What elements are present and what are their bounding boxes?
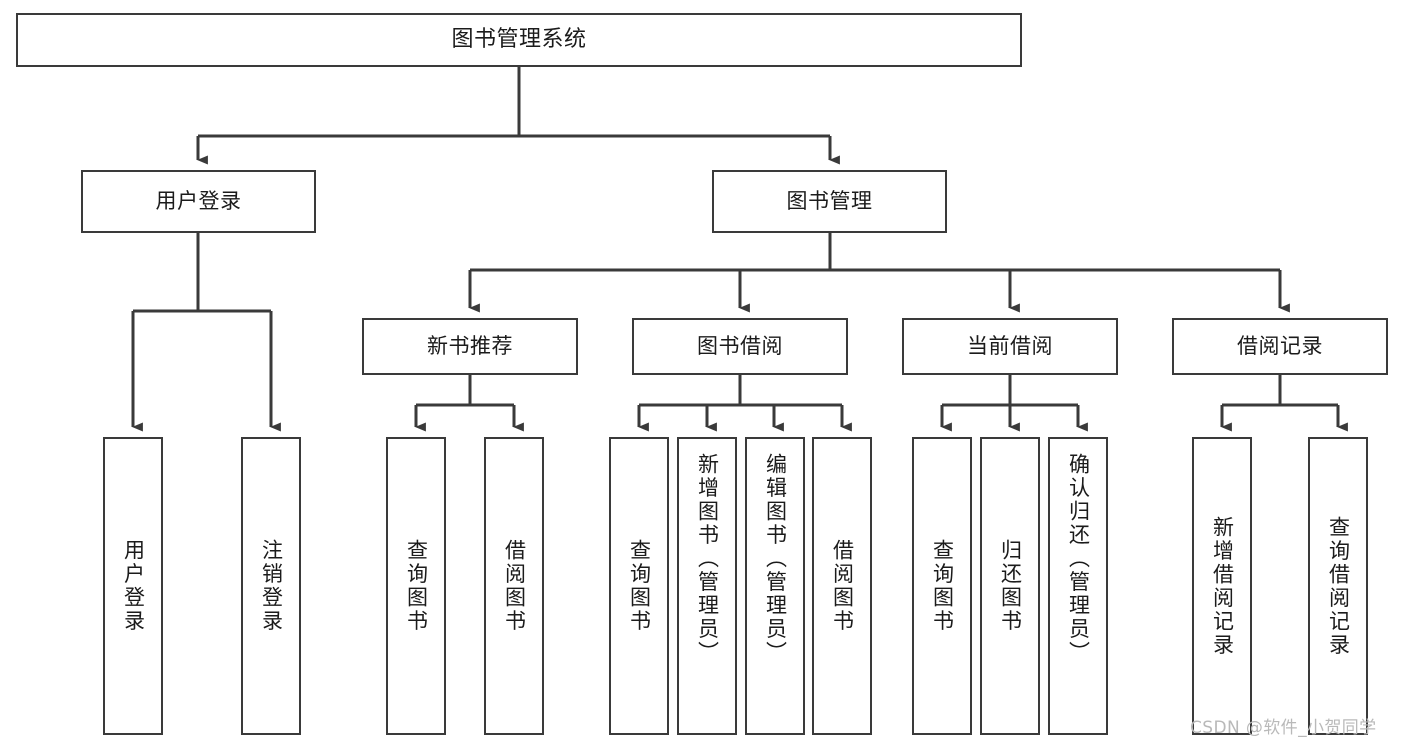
node-user-login-label: 用户登录	[155, 189, 242, 214]
node-leaf-borrow-edit-book[interactable]: 编辑图书（管理员）	[745, 437, 805, 735]
node-borrow-record[interactable]: 借阅记录	[1172, 318, 1388, 375]
node-borrow-record-label: 借阅记录	[1237, 334, 1323, 359]
node-leaf-borrow-add-book-label: 新增图书（管理员）	[695, 453, 720, 665]
node-leaf-cur-return-book[interactable]: 归还图书	[980, 437, 1040, 735]
node-new-book-rec[interactable]: 新书推荐	[362, 318, 578, 375]
node-leaf-rec-add-record[interactable]: 新增借阅记录	[1192, 437, 1252, 735]
node-leaf-user-login[interactable]: 用户登录	[103, 437, 163, 735]
node-leaf-rec-query-record-label: 查询借阅记录	[1326, 515, 1351, 657]
node-leaf-borrow-borrow-book[interactable]: 借阅图书	[812, 437, 872, 735]
node-leaf-cur-query-book[interactable]: 查询图书	[912, 437, 972, 735]
watermark: CSDN @软件_小贺同学	[1190, 718, 1377, 738]
node-leaf-rec-query-record[interactable]: 查询借阅记录	[1308, 437, 1368, 735]
node-book-manage-label: 图书管理	[786, 189, 873, 214]
node-leaf-borrow-edit-book-label: 编辑图书（管理员）	[763, 453, 788, 665]
node-leaf-cur-return-book-label: 归还图书	[998, 539, 1023, 633]
node-book-borrow[interactable]: 图书借阅	[632, 318, 848, 375]
node-leaf-user-logout-label: 注销登录	[259, 539, 284, 633]
node-leaf-rec-query-book[interactable]: 查询图书	[386, 437, 446, 735]
node-leaf-user-login-label: 用户登录	[121, 539, 146, 633]
node-root[interactable]: 图书管理系统	[16, 13, 1022, 67]
node-leaf-borrow-borrow-book-label: 借阅图书	[830, 539, 855, 633]
node-leaf-rec-borrow-book[interactable]: 借阅图书	[484, 437, 544, 735]
node-leaf-cur-confirm-return-label: 确认归还（管理员）	[1066, 453, 1091, 665]
node-book-borrow-label: 图书借阅	[697, 334, 783, 359]
node-current-borrow-label: 当前借阅	[967, 334, 1053, 359]
node-leaf-borrow-query-book-label: 查询图书	[627, 539, 652, 633]
node-leaf-rec-borrow-book-label: 借阅图书	[502, 539, 527, 633]
node-book-manage[interactable]: 图书管理	[712, 170, 947, 233]
node-leaf-borrow-query-book[interactable]: 查询图书	[609, 437, 669, 735]
node-user-login[interactable]: 用户登录	[81, 170, 316, 233]
node-root-label: 图书管理系统	[451, 27, 587, 53]
node-leaf-rec-query-book-label: 查询图书	[404, 539, 429, 633]
node-leaf-cur-query-book-label: 查询图书	[930, 539, 955, 633]
node-leaf-rec-add-record-label: 新增借阅记录	[1210, 515, 1235, 657]
node-leaf-cur-confirm-return[interactable]: 确认归还（管理员）	[1048, 437, 1108, 735]
node-current-borrow[interactable]: 当前借阅	[902, 318, 1118, 375]
node-leaf-borrow-add-book[interactable]: 新增图书（管理员）	[677, 437, 737, 735]
node-leaf-user-logout[interactable]: 注销登录	[241, 437, 301, 735]
node-new-book-rec-label: 新书推荐	[427, 334, 513, 359]
